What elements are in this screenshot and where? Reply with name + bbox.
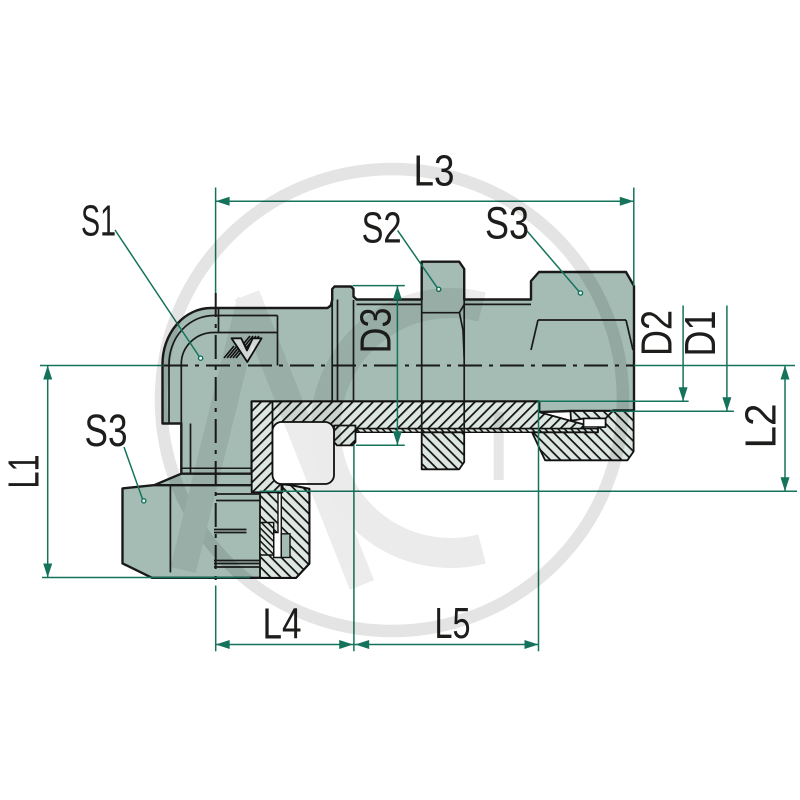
svg-text:S2: S2 — [362, 205, 402, 253]
svg-text:L1: L1 — [0, 455, 48, 489]
svg-text:D1: D1 — [677, 311, 725, 357]
svg-text:S3: S3 — [85, 405, 128, 456]
svg-text:L2: L2 — [738, 404, 786, 449]
svg-text:S1: S1 — [81, 198, 116, 246]
svg-text:D2: D2 — [633, 310, 681, 356]
